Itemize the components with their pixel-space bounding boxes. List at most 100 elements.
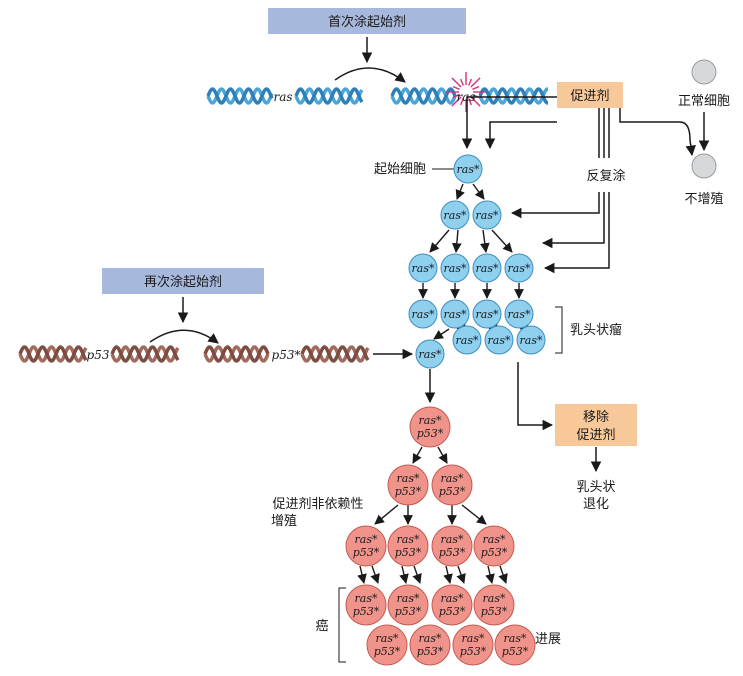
ras-mutant-cell (472, 200, 502, 230)
arrow (412, 565, 422, 584)
papilloma-regression-label-2: 退化 (583, 497, 609, 512)
promoter-label: 促进剂 (570, 89, 609, 104)
second-initiator-box (102, 268, 264, 294)
arrow (399, 565, 409, 584)
arrow (443, 565, 453, 584)
ras-mutant-cell-label: ras* (444, 209, 467, 222)
ras-p53-mutant-cell (387, 584, 429, 626)
ras-p53-mutant-cell (409, 406, 451, 448)
first-initiator-box (268, 8, 466, 34)
ras-mutant-cell-label: ras* (457, 163, 480, 176)
ras-p53-mutant-cell (431, 584, 473, 626)
cancer-label: 癌 (315, 618, 328, 634)
ras-mutant-label: ras* (419, 414, 442, 427)
normal-cell (691, 59, 717, 85)
ras-mutant-cell-label: ras* (508, 262, 531, 275)
p53-mutant-label: p53* (353, 546, 380, 559)
ras-mutant-cell-label: ras* (508, 308, 531, 321)
ras-mutant-label: ras* (441, 472, 464, 485)
dna-helix-ras-normal (206, 87, 364, 105)
ras-mutant-label: ras* (355, 592, 378, 605)
p53-mutant-label: p53* (395, 485, 422, 498)
ras-mutant-cell (516, 325, 546, 355)
repeated-application-label: 反复涂 (586, 168, 625, 184)
remove-promoter-label: 促进剂 (576, 428, 615, 443)
p53-mutant-label: p53* (502, 645, 529, 658)
ras-mutant-cell-label: ras* (488, 334, 511, 347)
ras-mutant-cell (440, 200, 470, 230)
p53-mutant-label: p53* (439, 605, 466, 618)
arrow (357, 565, 367, 584)
arrow (455, 183, 465, 200)
progression-label: 进展 (535, 632, 561, 647)
arrow (437, 446, 448, 464)
ras-mutant-cell (472, 299, 502, 329)
remove-promoter-arrow (517, 362, 554, 431)
cancer-bracket (338, 587, 346, 663)
ras-mutant-cell (440, 299, 470, 329)
ras-mutant-cell (484, 325, 514, 355)
arrow (485, 565, 495, 584)
p53-mutant-label: p53* (417, 645, 444, 658)
ras-p53-mutant-cell (473, 525, 515, 567)
arrow (498, 565, 508, 584)
arrow (472, 183, 485, 200)
second-initiator-label: 再次涂起始剂 (144, 274, 222, 290)
ras-mutant-label: ras* (376, 632, 399, 645)
ras-mutant-label: ras* (397, 533, 420, 546)
promoter-arrows (461, 96, 696, 274)
ras-mutant-label: ras* (462, 632, 485, 645)
ras-mutant-cell-label: ras* (476, 209, 499, 222)
ras-p53-mutant-cell (452, 624, 494, 666)
p53-gene-label: p53 (87, 348, 110, 362)
ras-mutant-cell-label: ras* (444, 308, 467, 321)
p53-mutant-label: p53* (460, 645, 487, 658)
p53-mutant-label: p53* (417, 427, 444, 440)
ras-mutant-cell-label: ras* (444, 262, 467, 275)
mutation-arrow-ras (334, 67, 406, 83)
ras-mutant-cell (504, 253, 534, 283)
ras-mutant-label: ras* (441, 592, 464, 605)
arrow (491, 229, 513, 253)
ras-mutant-cell-label: ras* (476, 308, 499, 321)
p53-mutant-label: p53* (439, 485, 466, 498)
arrow (461, 504, 487, 525)
ras-p53-mutant-cell (345, 525, 387, 567)
ras-mutant-cell (472, 253, 502, 283)
p53-mutated-gene-label: p53* (272, 348, 301, 362)
arrow (479, 229, 490, 253)
arrow (412, 446, 423, 464)
arrow (456, 565, 466, 584)
ras-mutant-label: ras* (397, 472, 420, 485)
arrow (429, 229, 450, 253)
ras-p53-mutant-cell (494, 624, 536, 666)
ras-mutant-cell-label: ras* (412, 308, 435, 321)
ras-p53-mutant-cell (345, 584, 387, 626)
p53-mutant-label: p53* (395, 605, 422, 618)
ras-mutant-cell-label: ras* (456, 334, 479, 347)
ras-mutant-cell-label: ras* (476, 262, 499, 275)
ras-mutant-cell (452, 325, 482, 355)
first-initiator-label: 首次涂起始剂 (328, 14, 406, 30)
arrow (433, 328, 450, 340)
dna-helix-p53-normal (18, 345, 180, 363)
p53-mutant-label: p53* (481, 605, 508, 618)
ras-p53-mutant-cell (366, 624, 408, 666)
papilloma-label: 乳头状瘤 (570, 322, 622, 338)
ras-mutant-cell (440, 253, 470, 283)
red-proliferation-arrows (357, 446, 508, 584)
promoter-independent-label-1: 促进剂非依赖性 (272, 497, 363, 512)
ras-p53-mutant-cell (431, 464, 473, 506)
ras-mutant-cell (453, 154, 483, 184)
ras-p53-mutant-cell (387, 464, 429, 506)
p53-mutant-label: p53* (374, 645, 401, 658)
promoter-independent-label-2: 增殖 (271, 513, 297, 529)
dna-helix-p53-mutated (203, 345, 370, 363)
ras-mutant-cell (408, 253, 438, 283)
ras-mutated-gene-label: ras (456, 90, 475, 104)
arrow (370, 565, 380, 584)
p53-mutant-label: p53* (439, 546, 466, 559)
normal-cell-no-proliferation (691, 153, 717, 179)
ras-mutant-cell-label: ras* (419, 348, 442, 361)
